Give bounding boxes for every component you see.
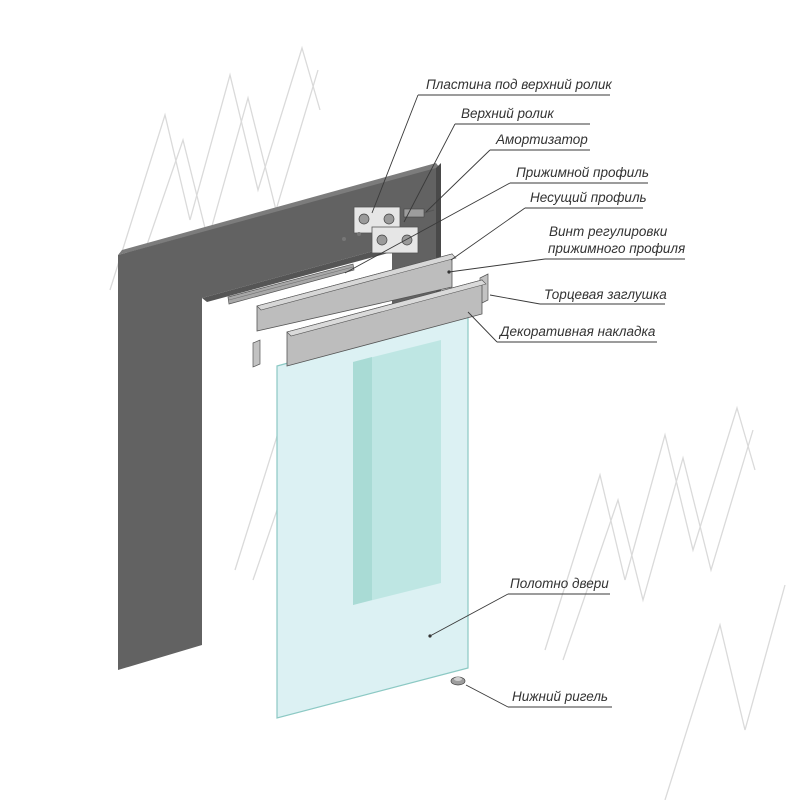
damper-rod (423, 209, 435, 214)
watermark-mark (127, 69, 319, 301)
leader-line (489, 294, 665, 305)
clamping-profile-body (227, 263, 355, 305)
roller-wheel (401, 234, 413, 246)
watermark-mark (562, 429, 754, 661)
leader-lines (344, 94, 685, 708)
label-bottom-guide: Нижний ригель (512, 689, 608, 704)
decorative-cover-top (286, 279, 487, 337)
roller-wheel (358, 213, 370, 225)
label-top-roller: Верхний ролик (461, 106, 554, 121)
frame-inner-shadow (202, 246, 392, 302)
carrying-profile (256, 253, 457, 332)
clamping-profile (227, 263, 355, 305)
label-decorative-cover: Декоративная накладка (498, 324, 656, 339)
label-adjust-screw-line1: Винт регулировки (549, 224, 668, 239)
frame-top-face (118, 163, 440, 255)
leader-line (429, 593, 610, 637)
label-door-panel: Полотно двери (510, 576, 609, 591)
decorative-cover (286, 279, 487, 367)
roller-screw (342, 237, 346, 241)
leader-line (344, 182, 648, 274)
roller-assembly (342, 206, 435, 254)
roller-wheel (383, 213, 395, 225)
end-cap (252, 339, 261, 368)
glass-door (276, 313, 469, 719)
bottom-guide (450, 676, 466, 686)
label-clamping-profile: Прижимной профиль (516, 165, 649, 180)
leader-line (403, 123, 590, 223)
leader-line (465, 684, 612, 708)
label-end-cap: Торцевая заглушка (544, 287, 667, 302)
watermark-mark (544, 405, 756, 651)
watermark-mark (664, 584, 786, 800)
clamping-profile-edge (228, 266, 354, 301)
label-damper: Амортизатор (495, 132, 588, 147)
leader-line (450, 207, 643, 261)
leader-line (448, 258, 685, 273)
callout-labels: Пластина под верхний ролик Верхний ролик… (426, 77, 685, 704)
roller-screw (357, 232, 361, 236)
leader-line (371, 94, 610, 214)
label-roller-plate: Пластина под верхний ролик (426, 77, 612, 92)
frame-front-face (118, 168, 436, 670)
carrying-profile-top (256, 253, 457, 311)
door-panel-inner (353, 340, 441, 605)
door-panel-inner-edge (353, 357, 372, 605)
leader-line (467, 311, 657, 343)
label-adjust-screw-line2: прижимного профиля (548, 241, 685, 256)
leader-line (425, 149, 590, 213)
bottom-guide-top (454, 677, 462, 681)
roller-wheel (376, 234, 388, 246)
label-carrying-profile: Несущий профиль (530, 190, 647, 205)
watermark-mark (109, 45, 321, 291)
